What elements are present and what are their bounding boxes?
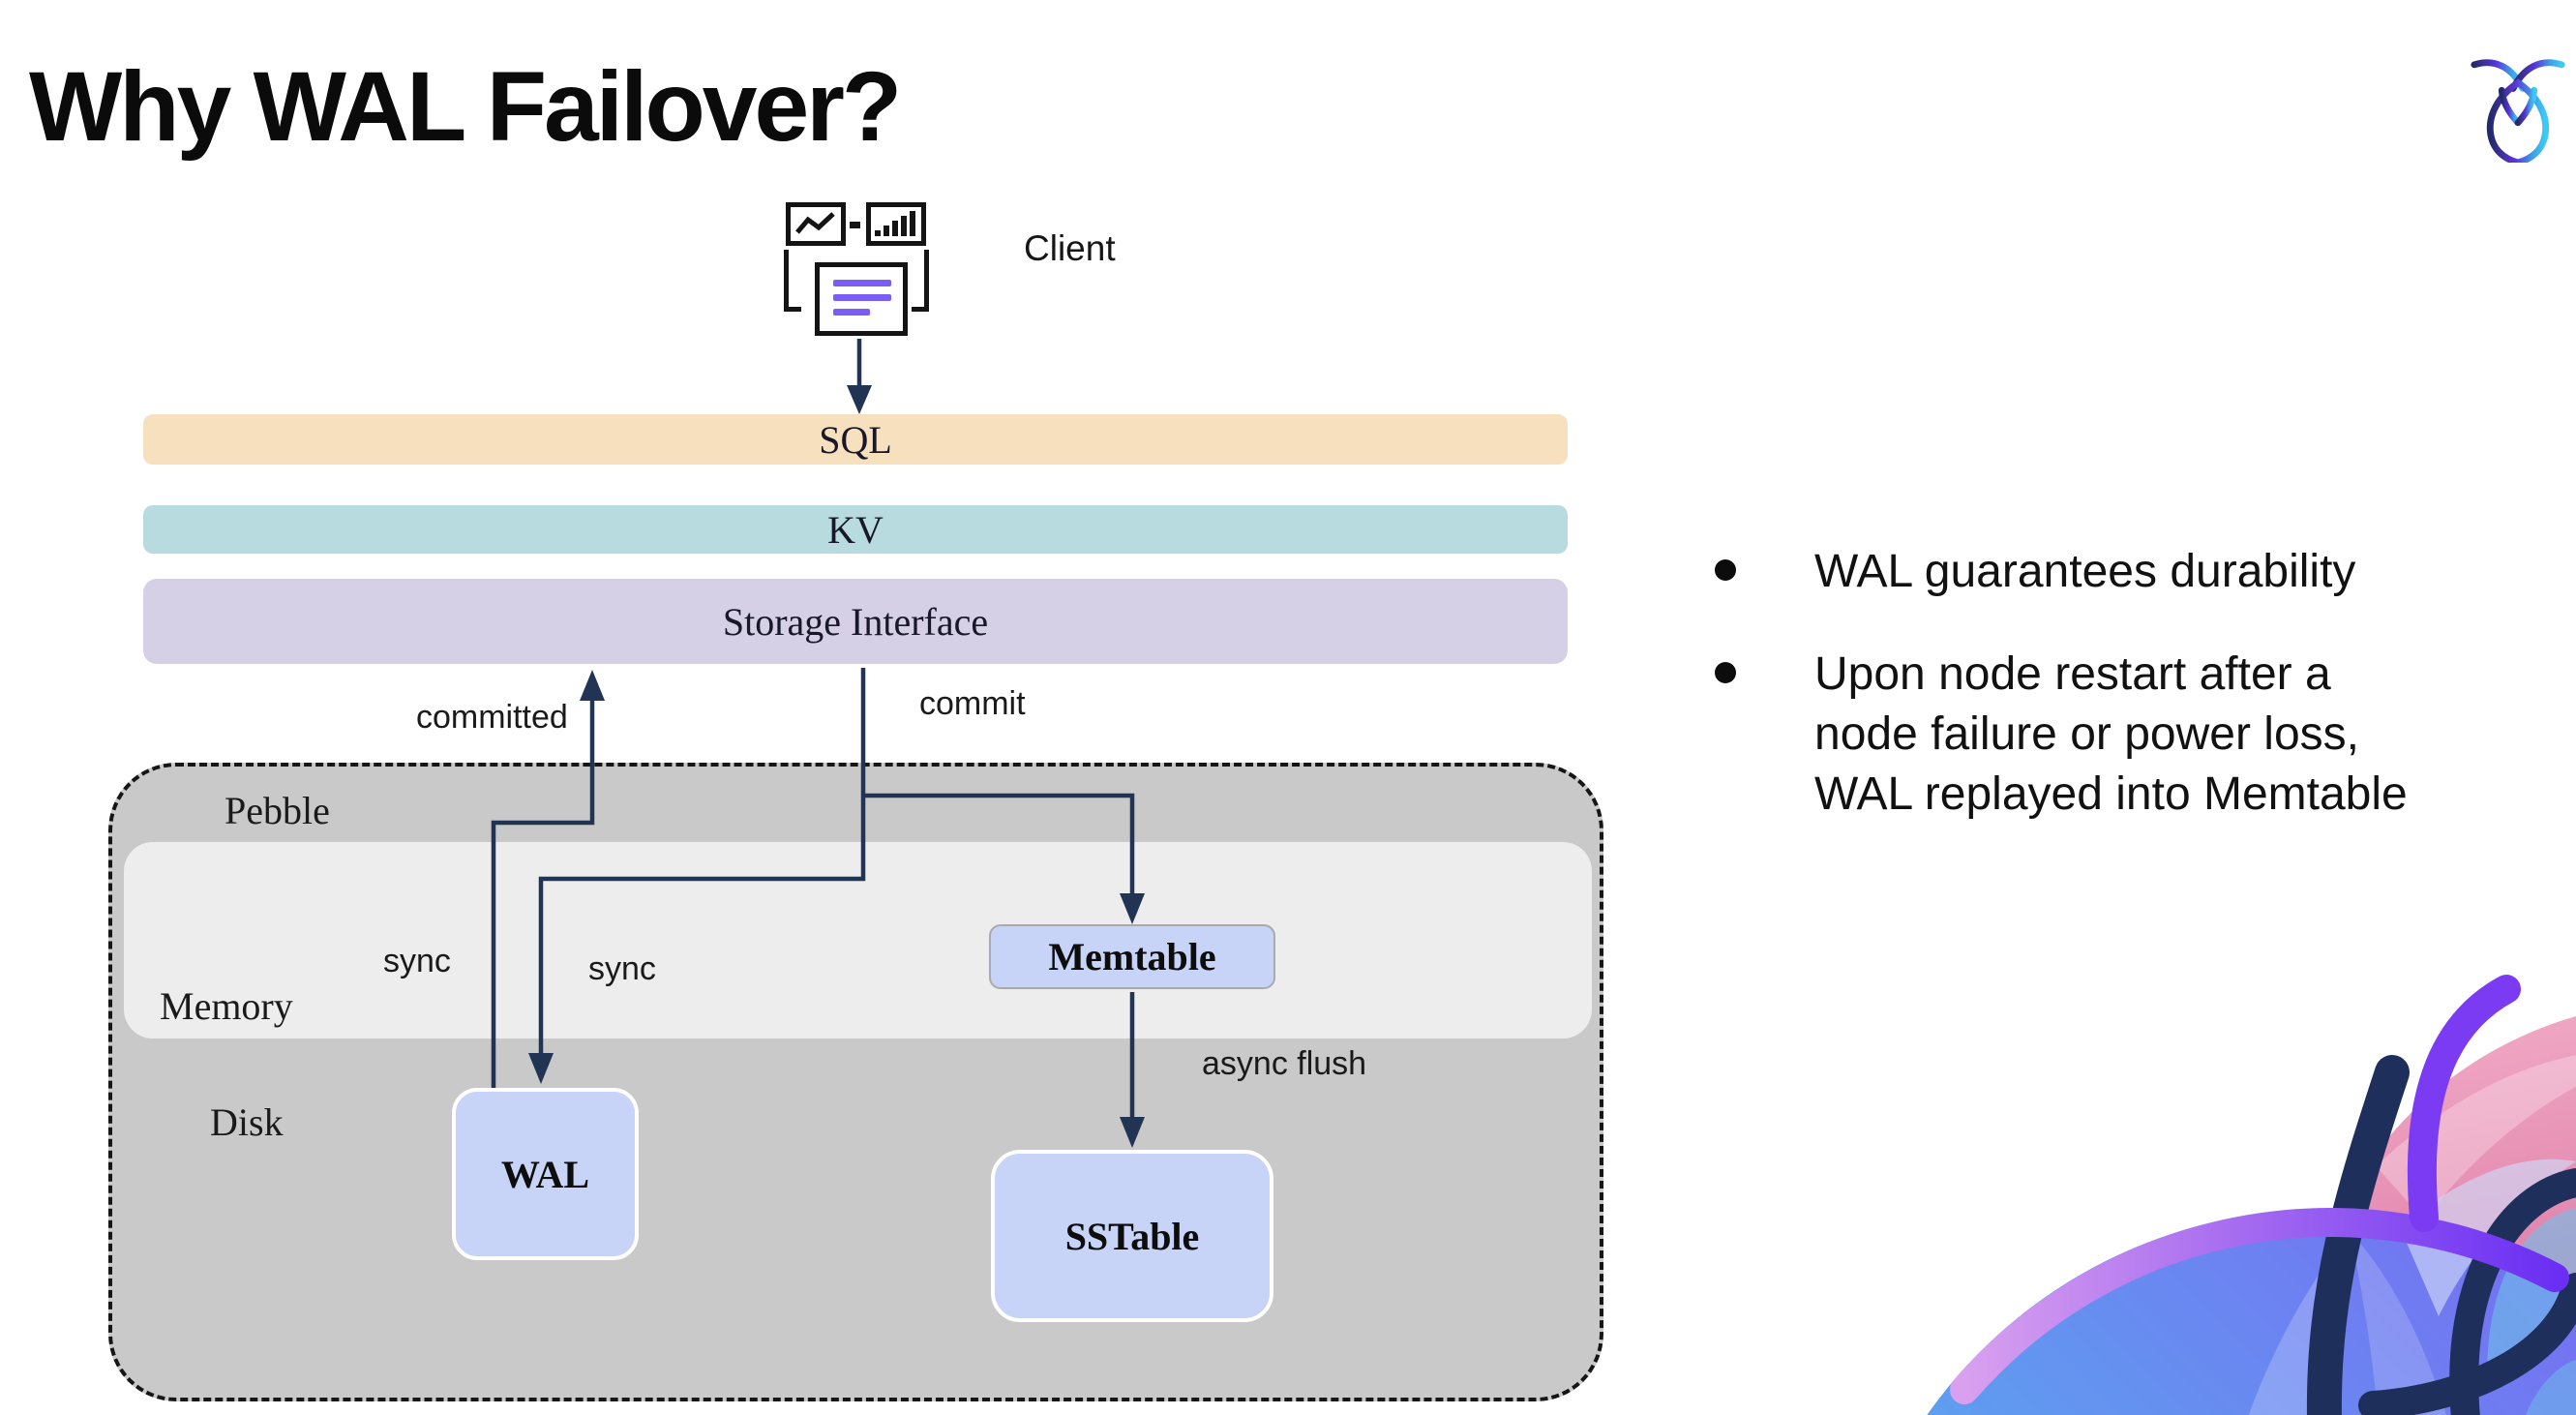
- client-bracket-right-icon: [912, 250, 929, 312]
- committed-edge-label: committed: [416, 699, 568, 736]
- pebble-label: Pebble: [225, 789, 330, 832]
- bullet-item-durability: WAL guarantees durability: [1814, 542, 2355, 602]
- layer-storage-interface: Storage Interface: [143, 579, 1568, 664]
- bullet-line: node failure or power loss,: [1814, 708, 2359, 760]
- bullet-item-replay: Upon node restart after a node failure o…: [1814, 645, 2408, 825]
- wal-node: WAL: [452, 1088, 639, 1260]
- client-document-icon: [815, 262, 908, 336]
- client-dash-icon: [850, 222, 860, 228]
- bullet-line: Upon node restart after a: [1814, 648, 2331, 700]
- sync-right-edge-label: sync: [588, 950, 656, 987]
- bullet-line: WAL replayed into Memtable: [1814, 768, 2408, 820]
- async-flush-edge-label: async flush: [1202, 1045, 1367, 1082]
- bullet-dot: [1715, 559, 1736, 581]
- memory-band: [124, 842, 1592, 1039]
- memory-label: Memory: [160, 984, 293, 1028]
- memtable-node: Memtable: [989, 924, 1275, 989]
- client-linechart-icon: [786, 202, 846, 246]
- bullet-dot: [1715, 662, 1736, 683]
- disk-label: Disk: [210, 1100, 284, 1144]
- bullet-line: WAL guarantees durability: [1814, 546, 2356, 597]
- client-barchart-icon: [866, 202, 926, 246]
- sync-left-edge-label: sync: [383, 943, 451, 979]
- sstable-node: SSTable: [991, 1150, 1273, 1322]
- client-bracket-left-icon: [784, 250, 801, 312]
- commit-edge-label: commit: [919, 685, 1026, 722]
- cockroachdb-logo-icon: [2471, 59, 2565, 163]
- layer-kv: KV: [143, 505, 1568, 554]
- client-label: Client: [1024, 228, 1116, 268]
- layer-sql: SQL: [143, 414, 1568, 465]
- page-title: Why WAL Failover?: [29, 51, 902, 162]
